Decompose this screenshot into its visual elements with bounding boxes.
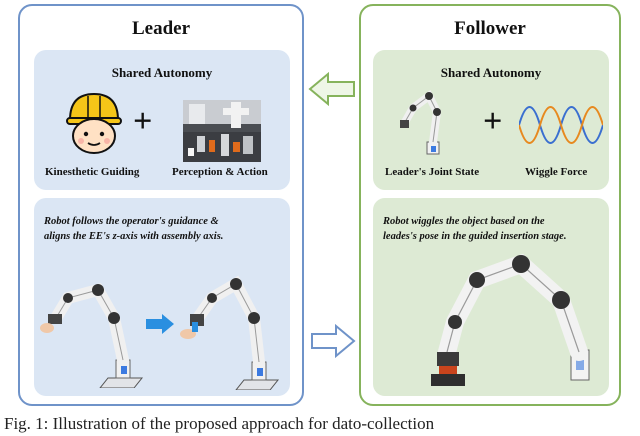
follower-description-box: Robot wiggles the object based on the le… [373, 198, 609, 396]
leader-plus-sign: + [133, 103, 153, 140]
follower-desc-line-1: Robot wiggles the object based on the [383, 216, 545, 227]
sine-wave-icon [519, 106, 603, 144]
leader-shared-title: Shared Autonomy [111, 65, 213, 80]
leader-caption-left: Kinesthetic Guiding [45, 166, 140, 178]
robot-arm-icon [431, 253, 590, 386]
follower-caption-right: Wiggle Force [525, 166, 588, 178]
follower-description: Robot wiggles the object based on the le… [383, 214, 566, 244]
blue-right-arrow-icon [146, 314, 174, 334]
leader-desc-line-2: aligns the EE's z-axis with assembly axi… [44, 231, 224, 242]
robot-arm-icon [180, 275, 280, 390]
follower-shared-autonomy-box: Shared Autonomy + Leader's Joint State W… [373, 50, 609, 190]
leader-description: Robot follows the operator's guidance & … [44, 214, 223, 244]
follower-plus-sign: + [483, 103, 503, 140]
leader-caption-right: Perception & Action [172, 166, 268, 178]
leader-desc-line-1: Robot follows the operator's guidance & [44, 216, 219, 227]
follower-shared-title: Shared Autonomy [440, 65, 542, 80]
follower-caption-left: Leader's Joint State [385, 166, 480, 178]
leader-panel: Leader Shared Autonomy + [18, 4, 304, 406]
left-arrow-icon [308, 72, 355, 106]
leader-shared-autonomy-box: Shared Autonomy + [34, 50, 290, 190]
figure-caption: Fig. 1: Illustration of the proposed app… [4, 414, 435, 433]
follower-title: Follower [454, 18, 526, 39]
robot-workcell-photo [183, 100, 261, 162]
leader-description-box: Robot follows the operator's guidance & … [34, 198, 290, 396]
robot-arm-icon [400, 90, 442, 155]
robot-arm-icon [40, 283, 144, 388]
leader-title: Leader [131, 18, 191, 39]
right-arrow-icon [311, 324, 356, 358]
worker-with-hard-hat-icon [66, 92, 122, 154]
follower-panel: Follower Shared Autonomy + Leader's Join… [359, 4, 621, 406]
follower-desc-line-2: leades's pose in the guided insertion st… [383, 231, 567, 242]
